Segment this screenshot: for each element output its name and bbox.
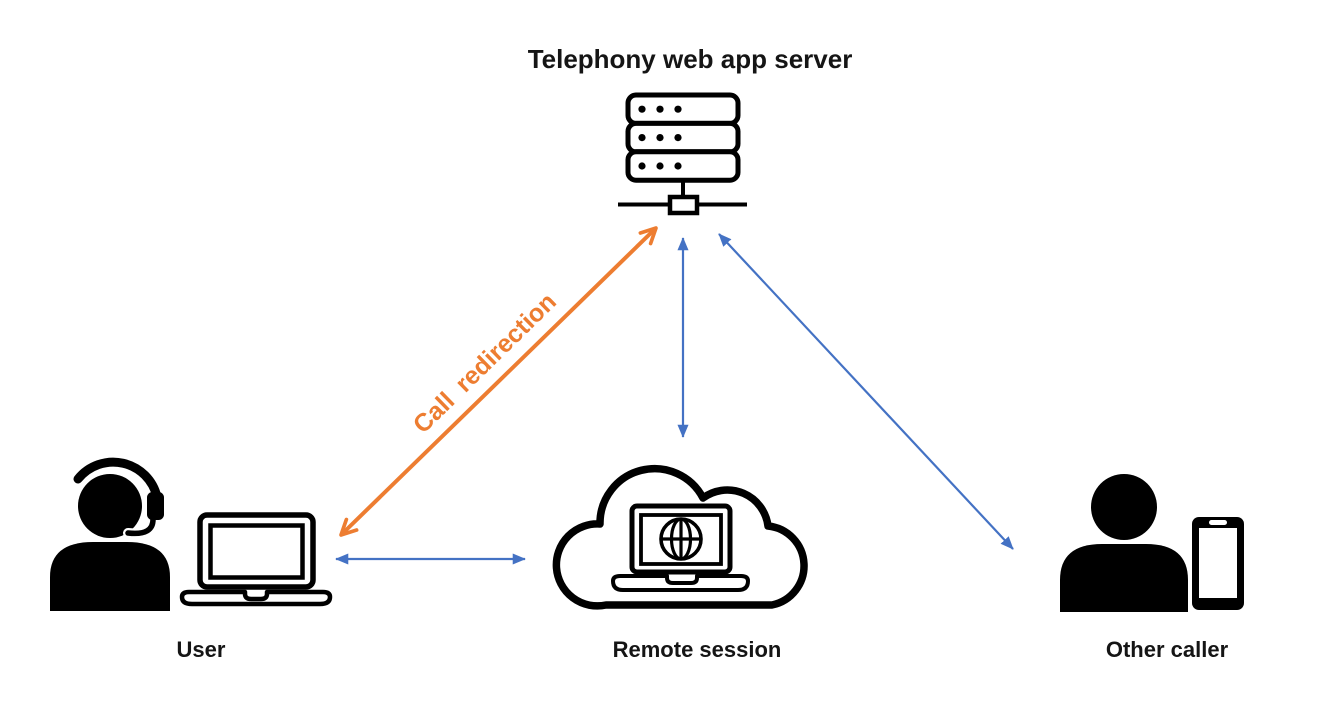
- microphone-boom: [125, 515, 156, 537]
- remote-session-cloud-icon: [552, 464, 808, 610]
- user-headset-person-icon: [50, 457, 170, 611]
- server-led-dots: [638, 105, 682, 170]
- call-redirection-arrow: [339, 226, 658, 537]
- server-other-caller-arrow: [718, 233, 1014, 550]
- server-node-label: Telephony web app server: [527, 44, 853, 74]
- network-hub-box: [667, 194, 700, 216]
- user-laptop-icon: [179, 512, 333, 607]
- user-node-icon: [50, 457, 333, 611]
- phone-speaker-slot: [1209, 520, 1227, 525]
- user-node-label: User: [176, 637, 226, 662]
- server-rack-icon: [618, 92, 747, 216]
- remote-session-node-label: Remote session: [612, 637, 782, 662]
- headset-band: [73, 457, 162, 502]
- other-caller-node-label: Other caller: [1105, 637, 1229, 662]
- globe-icon: [659, 517, 703, 561]
- other-caller-person-icon: [1060, 474, 1188, 612]
- cloud-laptop-globe-icon: [611, 503, 750, 592]
- headset-earpiece: [147, 492, 164, 520]
- smartphone-icon: [1192, 517, 1244, 610]
- other-caller-node-icon: [1060, 474, 1244, 612]
